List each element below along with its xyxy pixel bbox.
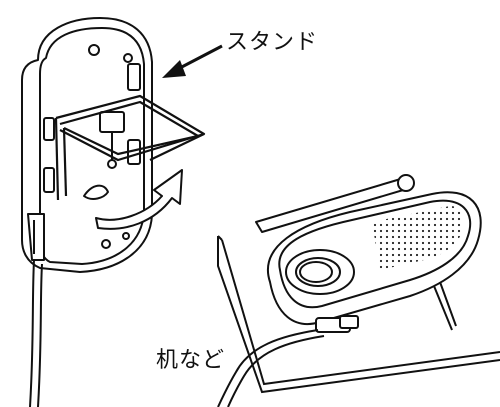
desk-device <box>267 191 482 333</box>
rotate-arrow <box>83 169 183 230</box>
device-back-plate <box>21 17 153 273</box>
desk <box>217 235 500 394</box>
cord-right <box>217 329 325 407</box>
stand-pointer-arrow <box>162 44 223 78</box>
stand-wire <box>54 94 206 201</box>
stand-label: スタンド <box>226 30 319 55</box>
desk-label: 机など <box>156 348 226 373</box>
antenna <box>255 174 415 233</box>
cord-left <box>29 259 43 407</box>
